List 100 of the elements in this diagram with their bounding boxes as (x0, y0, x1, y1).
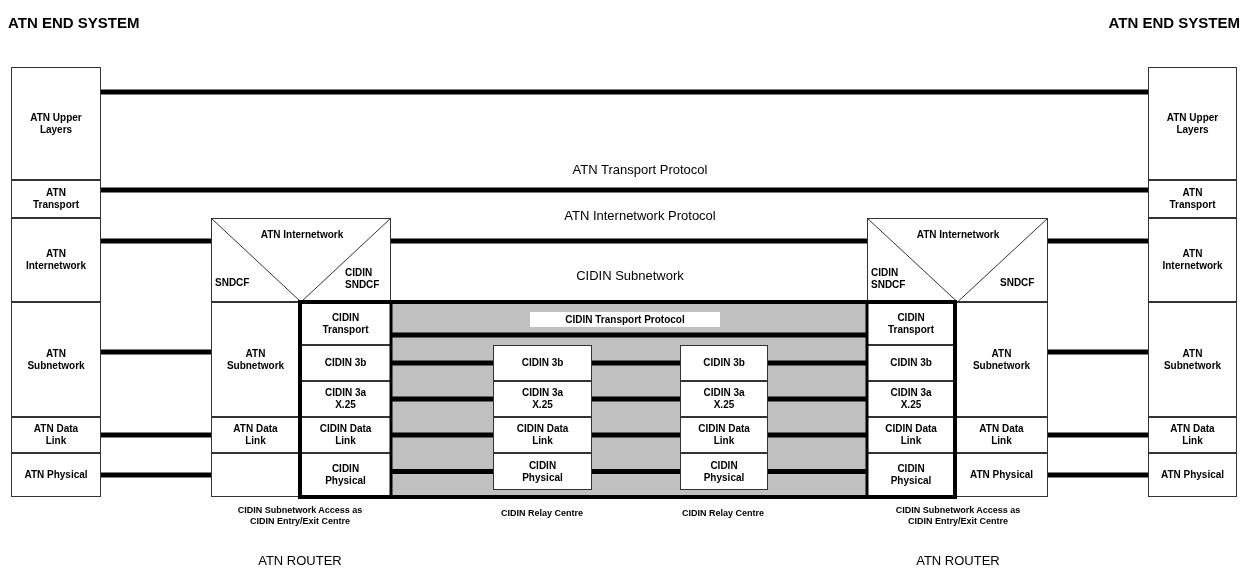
caption: CIDIN Subnetwork Access as CIDIN Entry/Exit Centre (894, 505, 1022, 527)
protocol-line (101, 432, 211, 438)
layer-label: ATN Subnetwork (971, 347, 1032, 372)
layer-label: ATN Subnetwork (1162, 347, 1223, 372)
protocol-line (101, 89, 1148, 95)
router-layer-box (867, 218, 1048, 302)
protocol-line (391, 238, 867, 244)
layer-label: SNDCF (215, 277, 251, 289)
layer-label: ATN Transport (1168, 187, 1217, 211)
layer-label: ATN Upper Layers (29, 111, 83, 136)
protocol-line (592, 432, 680, 438)
protocol-line (101, 472, 211, 478)
protocol-line (391, 469, 493, 474)
layer-box (11, 180, 101, 218)
subnetwork-title: CIDIN Subnetwork (575, 268, 685, 283)
layer-box (680, 381, 768, 417)
edge-label: CIDIN Transport Protocol (530, 312, 720, 327)
system-title: ATN END SYSTEM (8, 14, 141, 31)
layer-label: ATN Internetwork (259, 229, 345, 241)
router-title: ATN ROUTER (257, 553, 343, 568)
layer-box (1148, 302, 1237, 417)
layer-box (1148, 180, 1237, 218)
protocol-line (1048, 472, 1148, 478)
layer-label: CIDIN 3a X.25 (520, 387, 565, 411)
layer-label: ATN Data Link (978, 423, 1025, 447)
layer-box (211, 417, 300, 453)
layer-label: CIDIN Physical (889, 463, 933, 487)
layer-box (680, 417, 768, 453)
layer-box (11, 218, 101, 302)
layer-label: ATN Physical (23, 469, 89, 481)
layer-label: ATN Internetwork (915, 229, 1001, 241)
layer-box (867, 381, 955, 417)
protocol-line (768, 360, 867, 366)
layer-box (1148, 67, 1237, 180)
layer-box (300, 345, 391, 381)
protocol-line (391, 396, 493, 402)
layer-box (867, 345, 955, 381)
caption: CIDIN Subnetwork Access as CIDIN Entry/Exit Centre (236, 505, 364, 527)
protocol-line (1048, 349, 1148, 355)
layer-box (300, 381, 391, 417)
layer-box (493, 345, 592, 381)
layer-label: CIDIN Data Link (515, 423, 570, 447)
protocol-line (768, 469, 867, 474)
layer-label: ATN Physical (1159, 469, 1226, 481)
layer-box (493, 453, 592, 490)
protocol-line (592, 396, 680, 402)
layer-label: CIDIN Transport (321, 311, 370, 336)
layer-box (493, 417, 592, 453)
layer-label: ATN Data Link (1169, 423, 1216, 447)
layer-label: CIDIN Physical (521, 459, 564, 484)
system-title: ATN END SYSTEM (1107, 14, 1240, 31)
layer-label: CIDIN 3b (323, 357, 368, 369)
layer-box (211, 302, 300, 417)
layer-label: CIDIN 3a X.25 (702, 387, 746, 411)
layer-box (867, 417, 955, 453)
router-layer-box (211, 218, 391, 302)
layer-label: CIDIN 3a X.25 (889, 387, 933, 411)
layer-box (955, 302, 1048, 417)
layer-box (11, 417, 101, 453)
layer-box (1148, 417, 1237, 453)
layer-label: CIDIN Data Link (884, 423, 938, 447)
protocol-line (101, 238, 211, 244)
layer-box (11, 67, 101, 180)
caption: CIDIN Relay Centre (681, 508, 765, 519)
protocol-line (1048, 432, 1148, 438)
layer-label: ATN Transport (31, 187, 81, 211)
layer-box (1148, 218, 1237, 302)
layer-box (955, 417, 1048, 453)
protocol-line (592, 469, 680, 474)
layer-label: CIDIN Physical (324, 463, 367, 487)
layer-box (493, 381, 592, 417)
layer-label: CIDIN Transport (886, 311, 936, 336)
layer-label: ATN Data Link (32, 423, 80, 447)
protocol-line (101, 349, 211, 355)
layer-box (680, 345, 768, 381)
layer-label: CIDIN 3b (520, 357, 565, 369)
protocol-line (391, 332, 867, 338)
edge-label: ATN Internetwork Protocol (563, 208, 717, 223)
layer-label: CIDIN SNDCF (871, 267, 907, 291)
router-title: ATN ROUTER (915, 553, 1001, 568)
layer-label: CIDIN 3a X.25 (323, 387, 368, 411)
layer-label: ATN Physical (968, 469, 1035, 481)
layer-label: ATN Upper Layers (1165, 111, 1220, 136)
layer-label: SNDCF (1000, 277, 1036, 289)
layer-box (11, 453, 101, 497)
layer-label: CIDIN Physical (702, 459, 746, 484)
layer-label: ATN Data Link (232, 423, 279, 447)
layer-label: ATN Internetwork (1161, 248, 1224, 272)
layer-label: CIDIN SNDCF (345, 267, 381, 291)
protocol-line (391, 360, 493, 366)
edge-label: ATN Transport Protocol (571, 162, 709, 177)
layer-label: ATN Subnetwork (225, 347, 286, 372)
protocol-line (768, 432, 867, 438)
layer-box (680, 453, 768, 490)
layer-label: ATN Subnetwork (26, 347, 86, 372)
layer-label: CIDIN 3b (702, 357, 746, 369)
layer-box (11, 302, 101, 417)
layer-box (955, 453, 1048, 497)
protocol-line (768, 396, 867, 402)
layer-label: CIDIN 3b (889, 357, 933, 369)
